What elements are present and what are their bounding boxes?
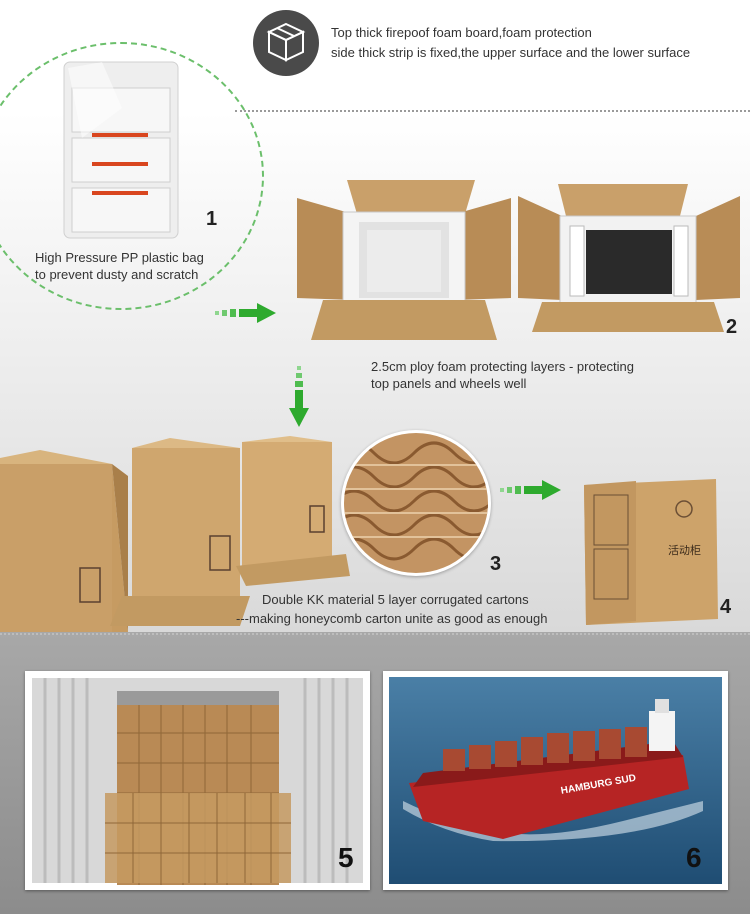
step1-dotted-circle xyxy=(0,42,264,310)
sealed-carton-photo xyxy=(580,479,720,625)
step3-number: 3 xyxy=(490,553,502,575)
cabinet-in-bag-photo xyxy=(62,58,180,240)
corrugated-detail-photo xyxy=(341,430,491,576)
step3-caption-line1: Double KK material 5 layer corrugated ca… xyxy=(262,592,529,607)
carton-label: 活动柜 xyxy=(668,545,701,557)
foam-box-photo-2 xyxy=(518,182,740,334)
step5-number: 5 xyxy=(338,842,354,873)
step1-caption-line1: High Pressure PP plastic bag xyxy=(35,250,204,265)
arrow-right-icon-2 xyxy=(500,479,562,501)
empty-cartons-photo xyxy=(0,436,350,632)
cargo-ship-photo xyxy=(383,671,728,890)
arrow-down-icon xyxy=(288,366,310,428)
step6-number: 6 xyxy=(686,842,702,873)
step2-caption-line1: 2.5cm ploy foam protecting layers - prot… xyxy=(371,359,635,374)
container-loading-photo xyxy=(25,671,370,890)
step2-number: 2 xyxy=(726,316,738,338)
section-divider xyxy=(0,633,750,635)
header-text-line2: side thick strip is fixed,the upper surf… xyxy=(331,45,691,60)
arrow-right-icon xyxy=(215,302,277,324)
header-text-line1: Top thick firepoof foam board,foam prote… xyxy=(331,25,592,40)
step3-caption-line2: ---making honeycomb carton unite as good… xyxy=(236,611,548,626)
package-box-icon xyxy=(253,10,319,76)
step1-caption-line2: to prevent dusty and scratch xyxy=(35,267,199,282)
step2-caption-line2: top panels and wheels well xyxy=(371,376,527,391)
header-divider xyxy=(235,110,750,112)
step4-number: 4 xyxy=(720,596,732,618)
foam-box-photo-1 xyxy=(297,178,511,342)
step1-number: 1 xyxy=(206,208,218,230)
